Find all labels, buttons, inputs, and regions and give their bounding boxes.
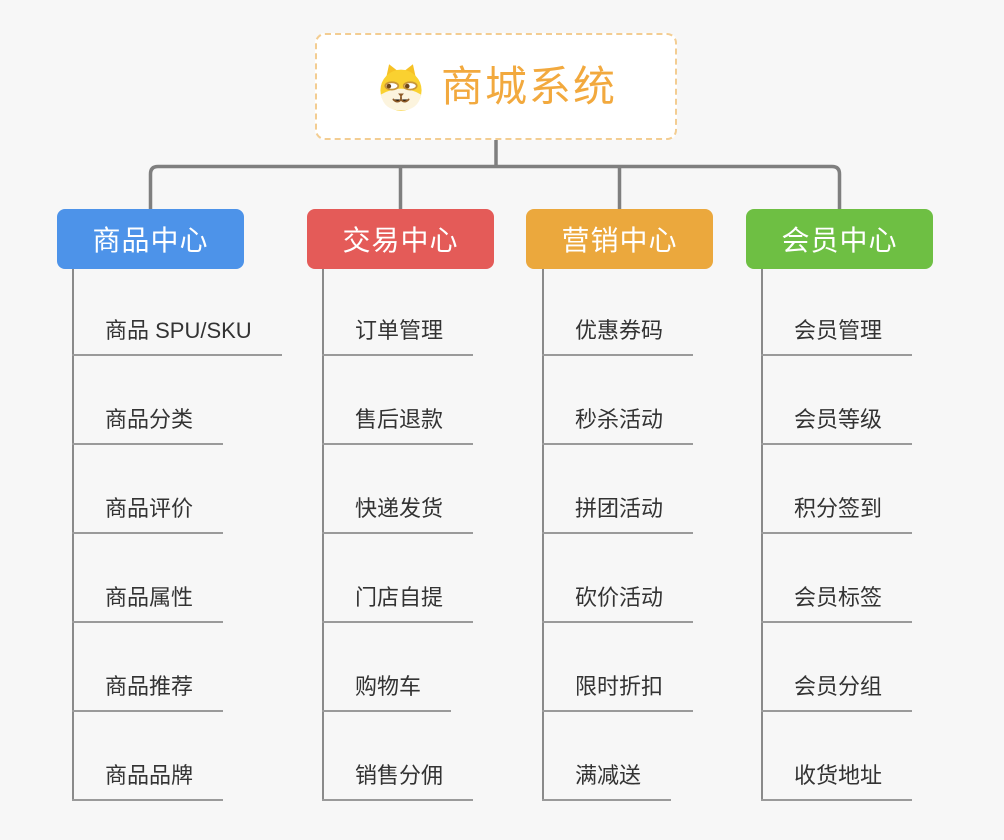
leaf-item[interactable]: 秒杀活动 xyxy=(542,405,694,445)
leaf-item[interactable]: 快递发货 xyxy=(322,494,474,534)
leaf-item[interactable]: 商品推荐 xyxy=(72,672,224,712)
leaf-item[interactable]: 商品品牌 xyxy=(72,761,224,801)
branch-trunk-line xyxy=(542,269,544,801)
dog-face-icon xyxy=(380,63,422,111)
leaf-item[interactable]: 会员等级 xyxy=(761,405,913,445)
branch-trunk-line xyxy=(761,269,763,801)
branch-node-product-center[interactable]: 商品中心 xyxy=(57,209,244,269)
branch-node-member-center[interactable]: 会员中心 xyxy=(746,209,933,269)
branch-label: 会员中心 xyxy=(781,225,898,256)
leaf-item[interactable]: 商品 SPU/SKU xyxy=(72,316,282,356)
leaf-item[interactable]: 会员管理 xyxy=(761,316,913,356)
leaf-item[interactable]: 售后退款 xyxy=(322,405,474,445)
branch-label: 商品中心 xyxy=(92,225,209,256)
leaf-item[interactable]: 购物车 xyxy=(322,672,452,712)
root-title: 商城系统 xyxy=(440,62,617,110)
leaf-item[interactable]: 会员标签 xyxy=(761,583,913,623)
leaf-item[interactable]: 砍价活动 xyxy=(542,583,694,623)
leaf-item[interactable]: 收货地址 xyxy=(761,761,913,801)
branch-node-trade-center[interactable]: 交易中心 xyxy=(307,209,494,269)
leaf-item[interactable]: 拼团活动 xyxy=(542,494,694,534)
leaf-item[interactable]: 商品评价 xyxy=(72,494,224,534)
leaf-item[interactable]: 商品分类 xyxy=(72,405,224,445)
leaf-item[interactable]: 限时折扣 xyxy=(542,672,694,712)
leaf-item[interactable]: 积分签到 xyxy=(761,494,913,534)
leaf-item[interactable]: 满减送 xyxy=(542,761,672,801)
leaf-item[interactable]: 销售分佣 xyxy=(322,761,474,801)
leaf-item[interactable]: 门店自提 xyxy=(322,583,474,623)
leaf-item[interactable]: 优惠券码 xyxy=(542,316,694,356)
leaf-item[interactable]: 订单管理 xyxy=(322,316,474,356)
branch-label: 交易中心 xyxy=(342,225,459,256)
branch-node-marketing-center[interactable]: 营销中心 xyxy=(526,209,713,269)
branch-trunk-line xyxy=(322,269,324,801)
root-node[interactable]: 商城系统 xyxy=(315,33,677,140)
leaf-item[interactable]: 商品属性 xyxy=(72,583,224,623)
branch-trunk-line xyxy=(72,269,74,801)
branch-label: 营销中心 xyxy=(561,225,678,256)
leaf-item[interactable]: 会员分组 xyxy=(761,672,913,712)
